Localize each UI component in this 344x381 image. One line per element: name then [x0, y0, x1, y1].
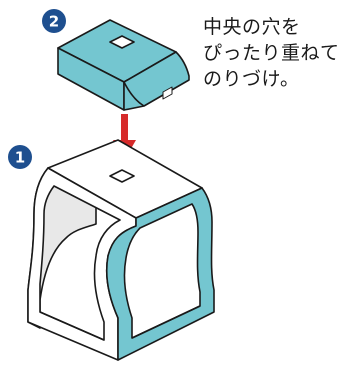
instruction-line-1: 中央の穴を [203, 16, 301, 38]
step-2-badge: 2 [42, 9, 66, 33]
top-part-center-hole [109, 35, 135, 49]
instruction-text: 中央の穴を ぴったり重ねて のりづけ。 [203, 14, 343, 92]
step-1-badge: 1 [8, 145, 32, 169]
instruction-line-2: ぴったり重ねて [203, 42, 340, 64]
top-part-tab [162, 86, 173, 100]
top-part [57, 19, 190, 111]
base-part-right-panel [105, 187, 215, 361]
step-2-number: 2 [49, 13, 59, 31]
base-part [27, 139, 215, 361]
instruction-line-3: のりづけ。 [203, 68, 300, 90]
base-part-center-hole [109, 169, 135, 183]
step-1-number: 1 [15, 149, 25, 167]
